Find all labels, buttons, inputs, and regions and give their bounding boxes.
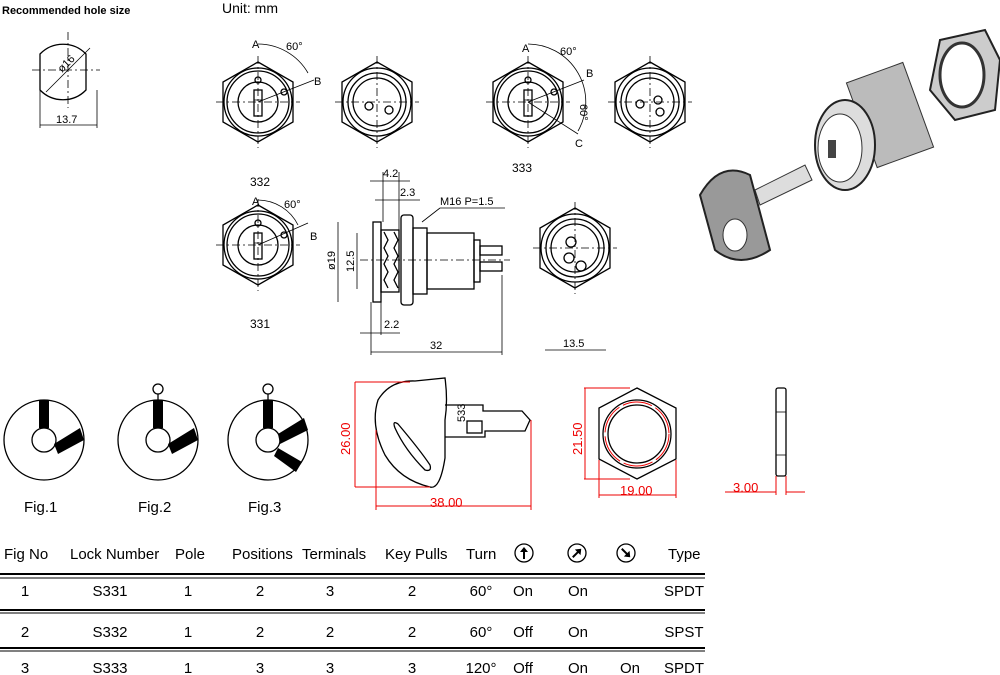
angle-333-b: 60° <box>577 104 589 121</box>
label-331: 331 <box>250 317 270 331</box>
cell-terminals: 3 <box>326 660 334 675</box>
pos-a: A <box>252 39 260 51</box>
header-positions: Positions <box>232 546 293 563</box>
dim-13-5: 13.5 <box>563 338 584 350</box>
dim-2-2: 2.2 <box>384 319 399 331</box>
arrow-down-right-circle-icon <box>616 543 636 563</box>
dim-4-2: 4.2 <box>383 168 398 180</box>
cell-key-pulls: 3 <box>408 660 416 675</box>
hole-width: 13.7 <box>56 114 77 126</box>
cell-pole: 1 <box>184 583 192 600</box>
pos-a-333: A <box>522 43 530 55</box>
nut-thickness: 3.00 <box>733 480 758 495</box>
header-lock-number: Lock Number <box>70 546 159 563</box>
view-331-front <box>215 198 309 292</box>
header-terminals: Terminals <box>302 546 366 563</box>
view-332-rear <box>334 55 420 149</box>
cell-key-pulls: 2 <box>408 583 416 600</box>
key-drawing: 533 26.00 38.00 <box>338 377 532 510</box>
view-333-rear <box>607 55 693 149</box>
cell-lock-number: S331 <box>92 583 127 600</box>
table-row: 2 S332 1 2 2 2 60° Off On SPST <box>21 624 704 641</box>
cell-pos2: On <box>568 624 588 641</box>
nut-drawing: 21.50 19.00 3.00 <box>570 387 805 498</box>
cell-terminals: 3 <box>326 583 334 600</box>
angle-label: 60° <box>286 41 303 53</box>
angle-333-a: 60° <box>560 46 577 58</box>
cell-key-pulls: 2 <box>408 624 416 641</box>
pos-c-333: C <box>575 138 583 150</box>
cell-lock-number: S332 <box>92 624 127 641</box>
thread-spec: M16 P=1.5 <box>440 196 494 208</box>
cell-terminals: 2 <box>326 624 334 641</box>
cell-pos3: On <box>620 660 640 675</box>
cell-pos2: On <box>568 583 588 600</box>
cell-type: SPST <box>664 624 703 641</box>
pos-b: B <box>314 76 321 88</box>
header-type: Type <box>668 546 701 563</box>
table-header: Fig No Lock Number Pole Positions Termin… <box>4 543 701 563</box>
key-height: 26.00 <box>338 422 353 455</box>
front-view-terminals <box>532 201 618 295</box>
hole-size-title: Recommended hole size <box>2 5 130 17</box>
pos-a-331: A <box>252 196 260 208</box>
cell-turn: 60° <box>470 624 493 641</box>
cell-pos1: Off <box>513 660 534 675</box>
fig-3-diagram <box>227 383 309 481</box>
header-key-pulls: Key Pulls <box>385 546 448 563</box>
key-code: 533 <box>456 404 468 422</box>
view-332-front <box>215 43 315 149</box>
cell-type: SPDT <box>664 583 704 600</box>
header-fig-no: Fig No <box>4 546 48 563</box>
nut-width: 19.00 <box>620 483 653 498</box>
cell-positions: 2 <box>256 583 264 600</box>
spec-table: Fig No Lock Number Pole Positions Termin… <box>0 543 705 675</box>
pos-b-331: B <box>310 231 317 243</box>
unit-label: Unit: mm <box>222 0 278 16</box>
cell-turn: 120° <box>465 660 496 675</box>
cell-pos2: On <box>568 660 588 675</box>
cell-positions: 3 <box>256 660 264 675</box>
cell-fig-no: 1 <box>21 583 29 600</box>
cell-type: SPDT <box>664 660 704 675</box>
side-view: 4.2 2.3 M16 P=1.5 ø19 12.5 2.2 32 <box>326 168 510 355</box>
label-333: 333 <box>512 161 532 175</box>
view-333-front <box>485 43 587 149</box>
label-332: 332 <box>250 175 270 189</box>
table-row: 3 S333 1 3 3 3 120° Off On On SPDT <box>21 660 704 675</box>
fig-1-diagram <box>3 399 85 481</box>
fig-1-label: Fig.1 <box>24 499 57 516</box>
key-length: 38.00 <box>430 495 463 510</box>
header-turn: Turn <box>466 546 496 563</box>
hole-diameter: ø16 <box>56 53 78 75</box>
cell-pole: 1 <box>184 660 192 675</box>
fig-2-diagram <box>117 383 199 481</box>
angle-331: 60° <box>284 199 301 211</box>
cell-fig-no: 3 <box>21 660 29 675</box>
fig-2-label: Fig.2 <box>138 499 171 516</box>
header-pole: Pole <box>175 546 205 563</box>
cell-positions: 2 <box>256 624 264 641</box>
dim-dia-19: ø19 <box>326 251 338 270</box>
cell-fig-no: 2 <box>21 624 29 641</box>
table-row: 1 S331 1 2 3 2 60° On On SPDT <box>21 583 704 600</box>
dim-32: 32 <box>430 340 442 352</box>
product-3d-image <box>698 28 1000 261</box>
hole-size-drawing: ø16 13.7 <box>32 32 100 128</box>
cell-turn: 60° <box>470 583 493 600</box>
cell-lock-number: S333 <box>92 660 127 675</box>
arrow-up-circle-icon <box>514 543 534 563</box>
cell-pole: 1 <box>184 624 192 641</box>
dim-2-3: 2.3 <box>400 187 415 199</box>
dim-12-5: 12.5 <box>345 251 357 272</box>
pos-b-333: B <box>586 68 593 80</box>
cell-pos1: On <box>513 583 533 600</box>
arrow-up-right-circle-icon <box>567 543 587 563</box>
fig-3-label: Fig.3 <box>248 499 281 516</box>
cell-pos1: Off <box>513 624 534 641</box>
nut-height: 21.50 <box>570 422 585 455</box>
